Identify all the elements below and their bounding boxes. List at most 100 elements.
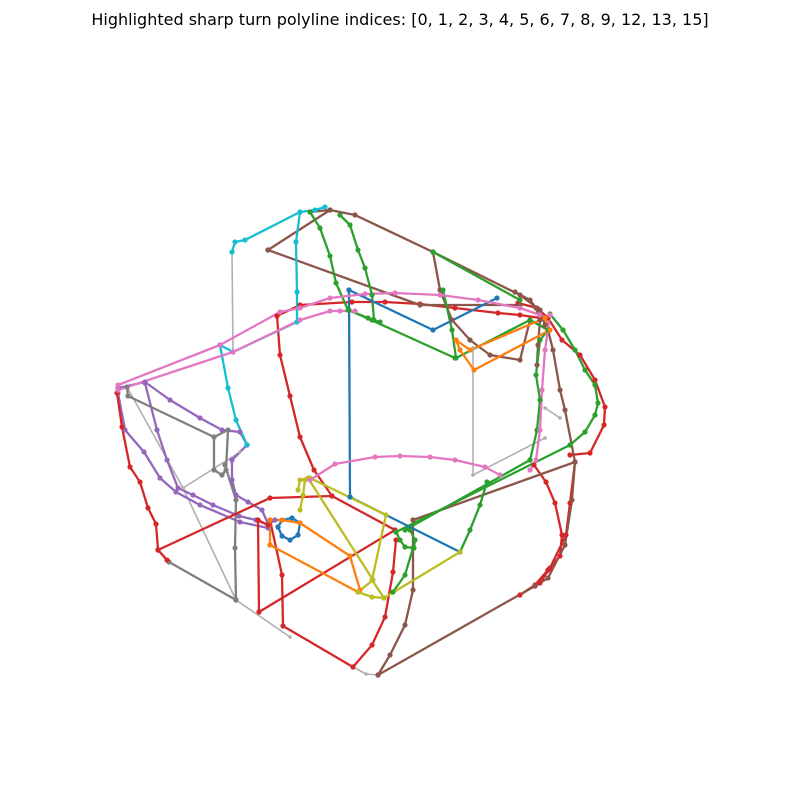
vertex-dot (267, 517, 273, 523)
vertex-dot (427, 454, 433, 460)
vertex-dot (582, 429, 588, 435)
vertex-dot (259, 507, 265, 513)
vertex-dot (355, 247, 361, 253)
vertex-dot (562, 542, 568, 548)
vertex-dot (377, 319, 383, 325)
vertex-dot (274, 313, 280, 319)
polyline-red-front-left (115, 391, 169, 562)
vertex-dot (312, 207, 318, 213)
vertex-dot (467, 337, 473, 343)
vertex-dot (467, 527, 473, 533)
vertex-dot (289, 515, 295, 521)
vertex-dot (164, 457, 170, 463)
vertex-dot (173, 489, 179, 495)
polyline-red-top-inner (516, 301, 607, 457)
vertex-dot (364, 672, 368, 676)
vertex-dot (307, 209, 313, 215)
vertex-dot (355, 589, 361, 595)
vertex-dot (387, 652, 393, 658)
polyline-red-front-bottom (156, 494, 397, 552)
vertex-dot (317, 225, 323, 231)
vertex-dot (297, 434, 303, 440)
vertex-dot (547, 327, 553, 333)
vertex-dot (288, 635, 292, 639)
vertex-dot (237, 519, 243, 525)
vertex-dot (115, 387, 121, 393)
vertex-dot (467, 347, 473, 353)
polyline-pink-seat-arc (308, 454, 502, 482)
vertex-dot (393, 537, 399, 543)
vertex-markers (114, 204, 608, 678)
vertex-dot (219, 472, 225, 478)
vertex-dot (211, 434, 217, 440)
vertex-dot (407, 527, 413, 533)
vertex-dot (369, 594, 375, 600)
vertex-dot (567, 452, 573, 458)
vertex-dot (563, 532, 569, 538)
vertex-dot (382, 614, 388, 620)
vertex-dot (550, 347, 556, 353)
vertex-dot (537, 397, 543, 403)
vertex-dot (569, 497, 575, 503)
vertex-dot (167, 397, 173, 403)
vertex-dot (210, 502, 216, 508)
vertex-dot (390, 589, 396, 595)
vertex-dot (256, 609, 262, 615)
vertex-dot (265, 247, 271, 253)
vertex-dot (371, 317, 377, 323)
vertex-dot (217, 342, 223, 348)
vertex-dot (267, 542, 273, 548)
vertex-dot (267, 495, 273, 501)
vertex-dot (370, 577, 376, 583)
vertex-dot (560, 327, 566, 333)
vertex-dot (430, 249, 436, 255)
vertex-dot (300, 492, 306, 498)
vertex-dot (595, 400, 601, 406)
vertex-dot (295, 532, 301, 538)
vertex-dot (279, 517, 285, 523)
vertex-dot (534, 362, 540, 368)
vertex-dot (242, 237, 248, 243)
vertex-dot (229, 457, 235, 463)
vertex-dot (327, 253, 333, 259)
vertex-dot (567, 442, 573, 448)
vertex-dot (475, 297, 481, 303)
vertex-dot (402, 572, 408, 578)
vertex-dot (512, 289, 518, 295)
vertex-dot (332, 461, 338, 467)
vertex-dot (542, 322, 548, 328)
vertex-dot (572, 459, 578, 465)
vertex-dot (137, 479, 143, 485)
vertex-dot (552, 500, 558, 506)
vertex-dot (537, 580, 543, 586)
polyline-purple-left-outer (116, 391, 270, 530)
polyline-red-bottom-vertical (268, 518, 398, 669)
vertex-dot (592, 382, 598, 388)
vertex-dot (233, 492, 239, 498)
vertex-dot (457, 347, 463, 353)
polyline-darkgray-left-loop (125, 385, 230, 477)
vertex-dot (537, 427, 543, 433)
vertex-dot (602, 404, 608, 410)
vertex-dot (543, 406, 547, 410)
vertex-dot (153, 521, 159, 527)
vertex-dot (225, 385, 231, 391)
vertex-dot (601, 422, 607, 428)
vertex-dot (397, 453, 403, 459)
vertex-dot (471, 473, 475, 477)
vertex-dot (372, 454, 378, 460)
vertex-dot (287, 393, 293, 399)
polyline-green-front-diag (403, 458, 532, 532)
vertex-dot (392, 290, 398, 296)
polyline-darkgray-left-lower (223, 463, 238, 602)
vertex-dot (449, 327, 455, 333)
vertex-dot (349, 299, 355, 305)
vertex-dot (453, 337, 459, 343)
vertex-dot (223, 467, 229, 473)
vertex-dot (543, 479, 549, 485)
vertex-dot (362, 291, 368, 297)
vertex-dot (327, 295, 333, 301)
vertex-dot (238, 450, 242, 454)
vertex-dot (233, 597, 239, 603)
